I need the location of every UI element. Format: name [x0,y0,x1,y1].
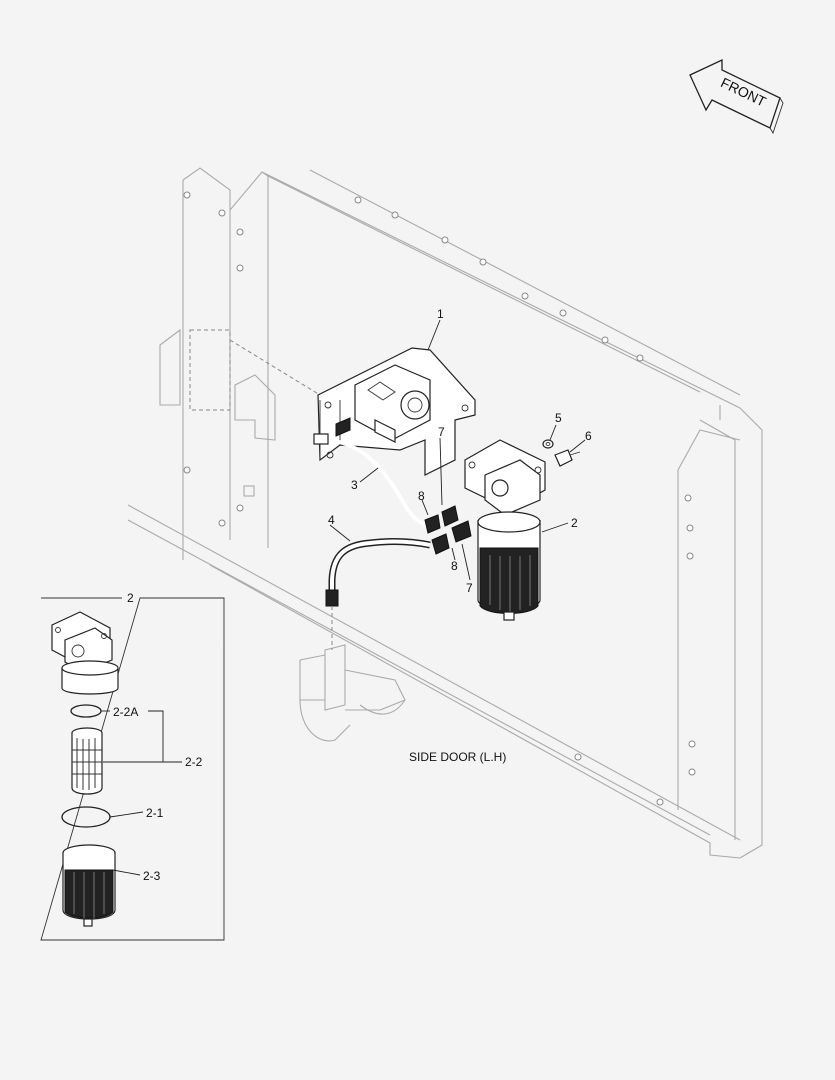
detail-label-2-2a: 2-2A [113,705,138,719]
detail-box: 2 [40,591,225,941]
detail-o-ring-large [61,806,111,828]
front-arrow-icon: FRONT [689,58,784,135]
detail-o-ring-small [70,704,102,718]
callout-4: 4 [328,513,335,527]
side-door-frame [127,167,763,859]
callout-7-upper: 7 [438,425,445,439]
view-caption: SIDE DOOR (L.H) [409,750,506,764]
detail-title: 2 [127,591,134,605]
hose-3 [313,417,429,528]
washer-and-bolt [542,439,581,467]
fuel-filter-assembly [464,439,546,621]
mounting-bracket [317,347,476,476]
detail-strainer [71,727,103,795]
callout-5: 5 [555,411,562,425]
hose-4 [325,538,431,650]
callout-2: 2 [571,516,578,530]
callout-6: 6 [585,429,592,443]
detail-label-2-3: 2-3 [143,869,161,883]
callout-8-lower: 8 [451,559,458,573]
detail-label-2-2: 2-2 [185,755,203,769]
callout-1: 1 [437,307,444,321]
detail-filter-head [51,611,119,695]
leader-lines [329,319,586,581]
callout-8-upper: 8 [418,489,425,503]
fittings [424,505,472,555]
detail-bowl [62,844,116,927]
detail-label-2-1: 2-1 [146,806,164,820]
callout-3: 3 [351,478,358,492]
latch-mechanism [299,644,406,742]
front-label: FRONT [718,74,769,110]
callout-7-lower: 7 [466,581,473,595]
